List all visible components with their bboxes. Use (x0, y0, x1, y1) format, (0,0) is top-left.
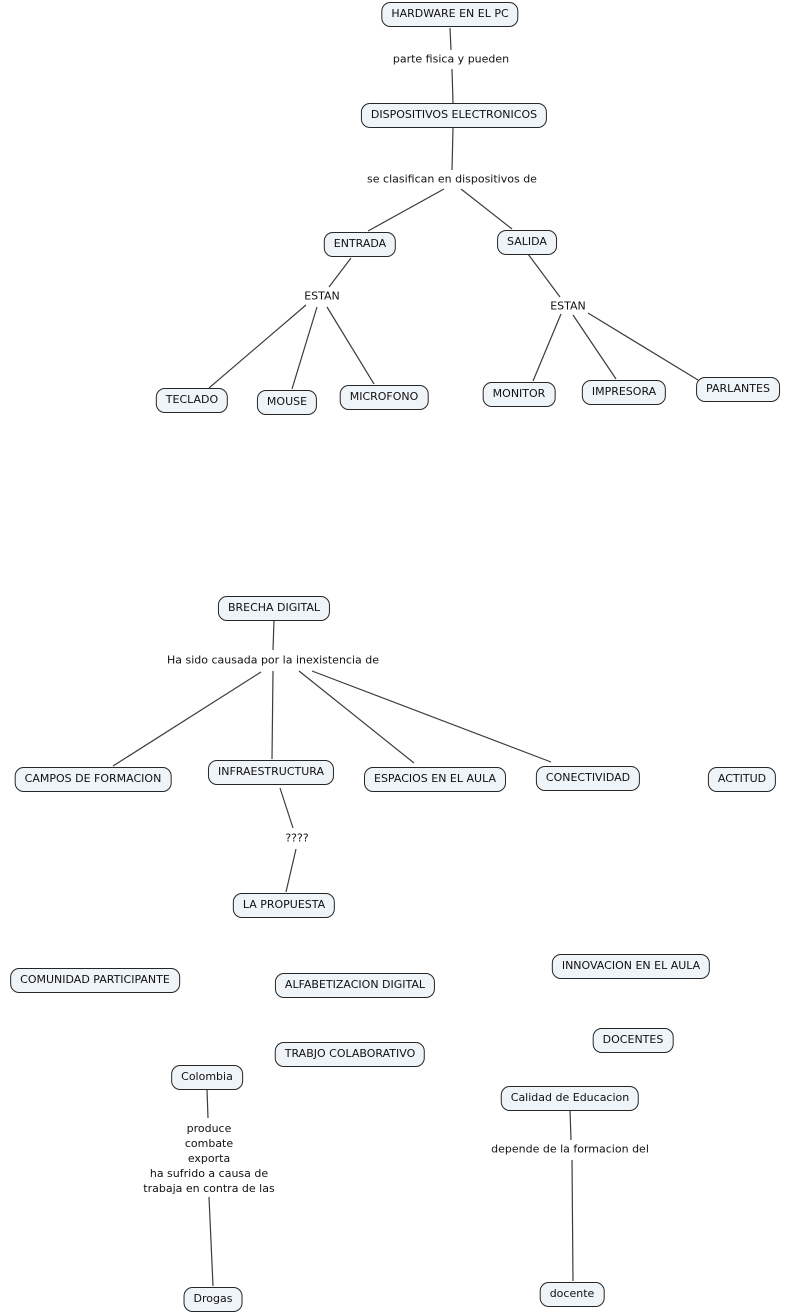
node-docentes[interactable]: DOCENTES (592, 1028, 674, 1053)
edge-label-to-conectividad[interactable] (311, 670, 552, 763)
node-docente[interactable]: docente (539, 1282, 605, 1307)
node-teclado[interactable]: TECLADO (155, 388, 229, 413)
link-label-depende[interactable]: depende de la formacion del (489, 1142, 651, 1156)
node-conectividad[interactable]: CONECTIVIDAD (535, 766, 641, 791)
node-la-propuesta[interactable]: LA PROPUESTA (232, 893, 336, 918)
node-hardware-en-el-pc[interactable]: HARDWARE EN EL PC (381, 2, 519, 27)
node-actitud[interactable]: ACTITUD (707, 767, 777, 792)
node-brecha-digital[interactable]: BRECHA DIGITAL (217, 596, 331, 621)
edge-estan-to-microfono[interactable] (326, 306, 375, 385)
link-label-interrogantes[interactable]: ???? (283, 831, 311, 845)
node-infraestructura[interactable]: INFRAESTRUCTURA (207, 760, 335, 785)
edge-label-to-docente[interactable] (571, 1159, 574, 1282)
edge-label-to-salida[interactable] (460, 188, 513, 230)
edge-label-to-drogas[interactable] (208, 1196, 214, 1287)
edge-brecha-to-label[interactable] (272, 619, 275, 651)
link-label-parte-fisica[interactable]: parte fisica y pueden (390, 52, 512, 66)
node-comunidad-participante[interactable]: COMUNIDAD PARTICIPANTE (10, 968, 180, 993)
edge-estan-to-mouse[interactable] (291, 306, 318, 390)
node-impresora[interactable]: IMPRESORA (581, 380, 667, 405)
node-campos-de-formacion[interactable]: CAMPOS DE FORMACION (14, 767, 172, 792)
node-salida[interactable]: SALIDA (497, 230, 557, 255)
link-label-line-exporta: exporta (187, 1152, 231, 1165)
node-parlantes[interactable]: PARLANTES (696, 377, 780, 402)
link-label-line-trabaja: trabaja en contra de las (143, 1182, 275, 1195)
node-innovacion-en-el-aula[interactable]: INNOVACION EN EL AULA (551, 954, 711, 979)
node-microfono[interactable]: MICROFONO (339, 385, 429, 410)
edge-dispositivos-to-label[interactable] (451, 127, 454, 171)
edge-estan-to-monitor[interactable] (532, 313, 562, 382)
link-label-line-ha-sufrido: ha sufrido a causa de (149, 1167, 269, 1180)
link-label-line-combate: combate (184, 1137, 234, 1150)
link-label-estan-salida[interactable]: ESTAN (548, 299, 588, 313)
node-mouse[interactable]: MOUSE (256, 390, 318, 415)
edge-estan-to-impresora[interactable] (572, 314, 617, 380)
node-calidad-de-educacion[interactable]: Calidad de Educacion (500, 1086, 640, 1111)
edge-entrada-to-estan[interactable] (328, 257, 352, 288)
link-label-ha-sido-causada[interactable]: Ha sido causada por la inexistencia de (164, 653, 382, 667)
node-colombia[interactable]: Colombia (171, 1065, 243, 1090)
node-drogas[interactable]: Drogas (183, 1287, 243, 1312)
edge-calidad-to-label[interactable] (569, 1109, 572, 1141)
link-label-se-clasifican[interactable]: se clasifican en dispositivos de (365, 172, 539, 186)
edge-infraestructura-to-interrogantes[interactable] (279, 787, 294, 829)
node-dispositivos-electronicos[interactable]: DISPOSITIVOS ELECTRONICOS (360, 103, 548, 128)
node-entrada[interactable]: ENTRADA (323, 232, 397, 257)
edge-interrogantes-to-propuesta[interactable] (285, 848, 297, 893)
edge-label-to-infraestructura[interactable] (271, 670, 274, 760)
edge-estan-to-parlantes[interactable] (587, 312, 699, 381)
edge-label-to-dispositivos[interactable] (451, 68, 454, 104)
node-trabjo-colaborativo[interactable]: TRABJO COLABORATIVO (274, 1042, 426, 1067)
edge-estan-to-teclado[interactable] (208, 304, 307, 389)
edge-label-to-campos[interactable] (112, 671, 262, 767)
node-alfabetizacion-digital[interactable]: ALFABETIZACION DIGITAL (274, 973, 436, 998)
edge-label-to-espacios[interactable] (298, 670, 415, 764)
link-label-estan-entrada[interactable]: ESTAN (302, 289, 342, 303)
edge-hardware-to-label[interactable] (449, 27, 452, 51)
node-monitor[interactable]: MONITOR (482, 382, 556, 407)
node-espacios-en-el-aula[interactable]: ESPACIOS EN EL AULA (364, 767, 506, 792)
link-label-colombia-drogas[interactable]: produce combate exporta ha sufrido a cau… (141, 1121, 277, 1196)
edge-salida-to-estan[interactable] (527, 253, 561, 298)
link-label-line-produce: produce (186, 1122, 232, 1135)
edge-colombia-to-label[interactable] (206, 1088, 209, 1119)
edge-label-to-entrada[interactable] (367, 188, 445, 232)
